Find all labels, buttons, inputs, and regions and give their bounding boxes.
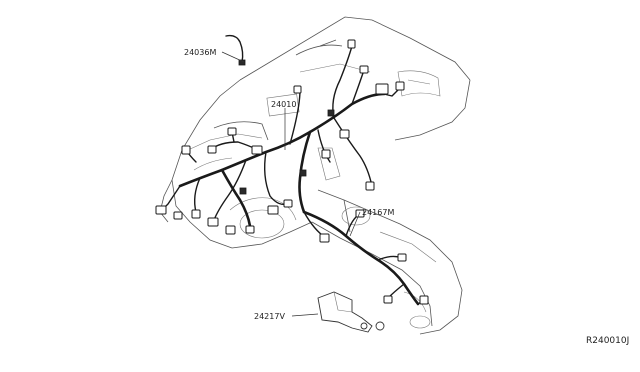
bracket-24217v <box>317 291 385 333</box>
instrument-panel-outline <box>159 16 471 335</box>
leader-lines <box>221 51 361 317</box>
harness-connectors <box>155 39 429 305</box>
diagram-code: R240010J <box>586 336 629 346</box>
main-harness-24010 <box>161 45 401 239</box>
harness-24036m <box>225 34 246 66</box>
leader-24167m <box>349 211 361 237</box>
leader-24217v <box>291 313 319 317</box>
leader-24036m <box>221 51 245 63</box>
part-label-24167m: 24167M <box>362 208 394 217</box>
part-label-24010: 24010 <box>271 100 296 109</box>
part-label-24036m: 24036M <box>184 48 216 57</box>
part-label-24217v: 24217V <box>254 312 285 321</box>
